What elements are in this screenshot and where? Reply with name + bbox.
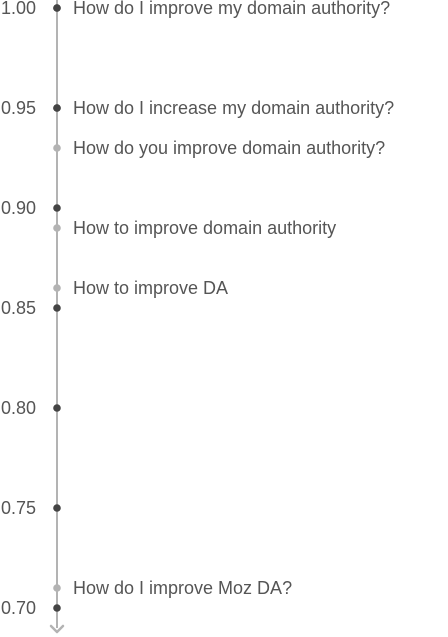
query-point-dot [53, 144, 61, 152]
tick-label: 0.75 [1, 498, 36, 518]
query-label: How do you improve domain authority? [73, 138, 385, 158]
query-label: How do I increase my domain authority? [73, 98, 394, 118]
tick-label: 1.00 [1, 0, 36, 18]
query-point-dot [53, 224, 61, 232]
axis-arrow-icon [49, 624, 65, 634]
tick-label: 0.95 [1, 98, 36, 118]
query-point-dot [53, 104, 61, 112]
tick-dot [53, 504, 61, 512]
tick-dot [53, 204, 61, 212]
query-point-dot [53, 584, 61, 592]
query-label: How do I improve Moz DA? [73, 578, 292, 598]
query-label: How to improve domain authority [73, 218, 336, 238]
query-point-dot [53, 4, 61, 12]
tick-label: 0.70 [1, 598, 36, 618]
query-point-dot [53, 284, 61, 292]
tick-label: 0.80 [1, 398, 36, 418]
tick-label: 0.90 [1, 198, 36, 218]
query-label: How do I improve my domain authority? [73, 0, 390, 18]
tick-dot [53, 304, 61, 312]
tick-dot [53, 604, 61, 612]
tick-label: 0.85 [1, 298, 36, 318]
query-points: How do I improve my domain authority? How… [53, 0, 394, 598]
query-label: How to improve DA [73, 278, 228, 298]
tick-dot [53, 404, 61, 412]
axis-ticks: 1.00 0.95 0.90 0.85 0.80 0.75 0.70 [1, 0, 61, 618]
